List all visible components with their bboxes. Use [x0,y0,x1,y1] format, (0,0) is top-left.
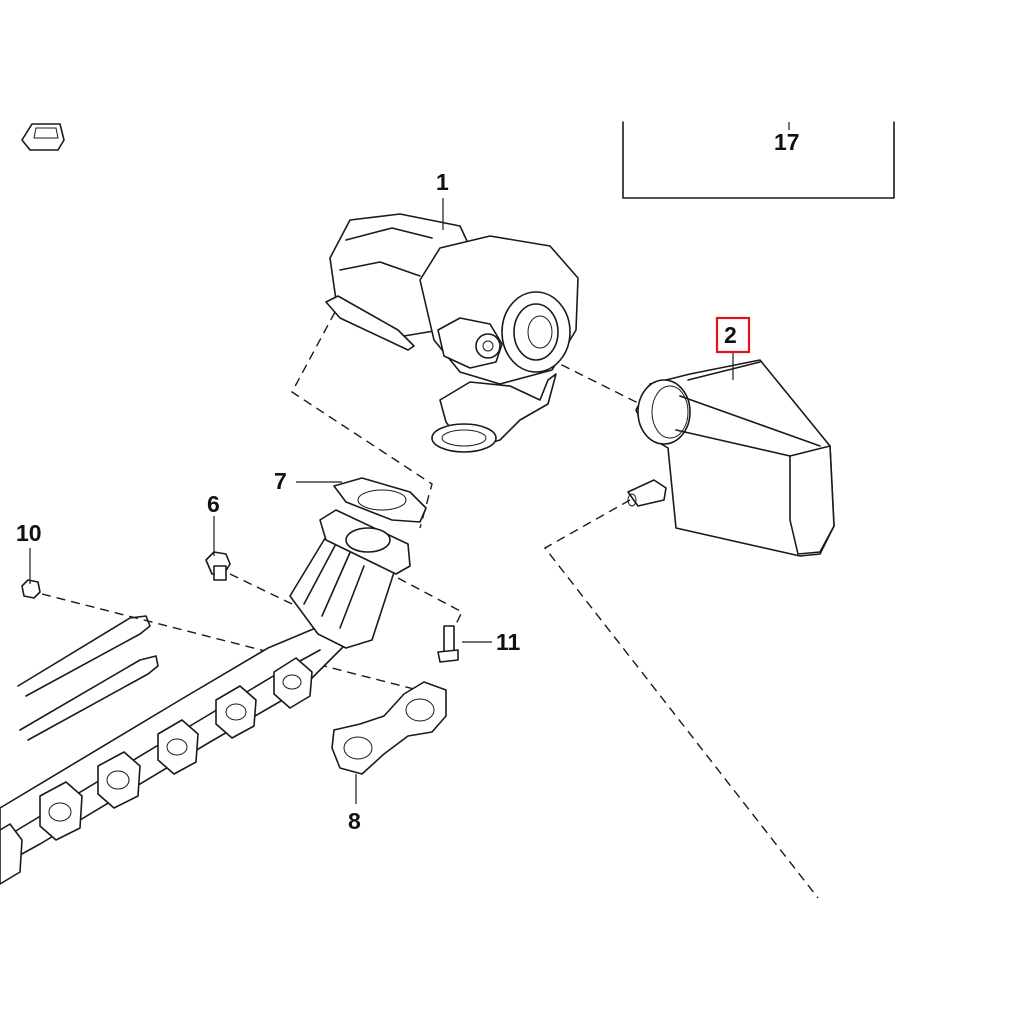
manifold-nut [21,579,41,599]
callout-highlight-box [715,316,751,354]
callout-17: 17 [774,129,800,155]
exhaust-manifold [0,509,411,885]
corner-fragment [21,123,65,151]
callout-1: 1 [436,169,449,195]
turbo-gasket [333,477,427,523]
callout-6: 6 [207,491,220,517]
reference-box-17 [622,121,895,199]
callout-8: 8 [348,808,361,834]
manifold-gasket [331,681,447,775]
turbo-bolt [437,625,459,663]
turbocharger [325,213,579,453]
callout-11: 11 [496,629,521,655]
leader-lines [29,198,734,804]
intake-boot [627,359,835,557]
manifold-stud [205,551,231,581]
callout-7: 7 [274,468,287,494]
callout-10: 10 [16,520,42,546]
assembly-lines [41,311,819,899]
callout-2: 2 [724,322,737,348]
